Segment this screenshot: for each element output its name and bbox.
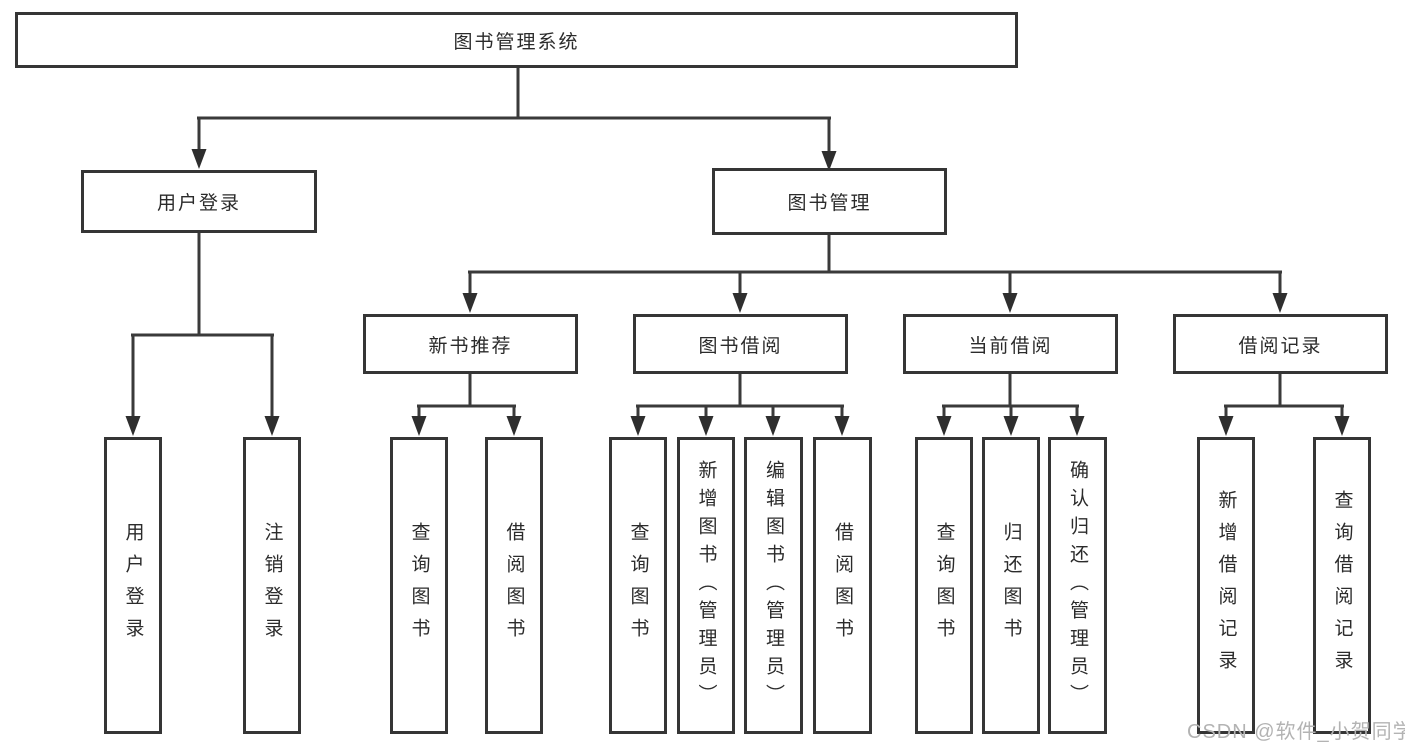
node-user-login-label: 用户登录 bbox=[156, 193, 241, 214]
node-book-borrow: 图书借阅 bbox=[633, 314, 848, 374]
node-user-login: 用户登录 bbox=[81, 170, 317, 233]
node-query-books-recommend: 查询图书 bbox=[390, 437, 448, 734]
node-confirm-return-admin: 确认归还（管理员） bbox=[1048, 437, 1107, 734]
node-borrow-records: 借阅记录 bbox=[1173, 314, 1388, 374]
node-borrow-books: 借阅图书 bbox=[813, 437, 872, 734]
node-book-management-label: 图书管理 bbox=[787, 193, 872, 214]
node-return-books: 归还图书 bbox=[982, 437, 1040, 734]
node-current-borrow-label: 当前借阅 bbox=[968, 335, 1053, 357]
node-root-label: 图书管理系统 bbox=[453, 31, 580, 53]
node-borrow-books-recommend-label: 借阅图书 bbox=[503, 521, 525, 650]
node-edit-books-admin-label: 编辑图书（管理员） bbox=[763, 459, 784, 712]
arrowheads bbox=[125, 149, 1350, 436]
node-logout-label: 注销登录 bbox=[261, 521, 283, 650]
node-root: 图书管理系统 bbox=[15, 12, 1018, 68]
node-query-books-recommend-label: 查询图书 bbox=[408, 521, 430, 650]
node-query-borrow-record: 查询借阅记录 bbox=[1313, 437, 1371, 734]
node-query-books-current-label: 查询图书 bbox=[933, 521, 955, 650]
node-borrow-records-label: 借阅记录 bbox=[1238, 335, 1323, 357]
node-edit-books-admin: 编辑图书（管理员） bbox=[744, 437, 803, 734]
node-add-books-admin-label: 新增图书（管理员） bbox=[695, 459, 717, 712]
node-add-books-admin: 新增图书（管理员） bbox=[677, 437, 735, 734]
node-current-borrow: 当前借阅 bbox=[903, 314, 1118, 374]
watermark: CSDN @软件_小贺同学 bbox=[1187, 721, 1405, 743]
node-query-borrow-record-label: 查询借阅记录 bbox=[1331, 489, 1353, 682]
node-user-login-action-label: 用户登录 bbox=[122, 521, 144, 650]
node-add-borrow-record-label: 新增借阅记录 bbox=[1215, 489, 1237, 682]
node-logout: 注销登录 bbox=[243, 437, 301, 734]
node-borrow-books-recommend: 借阅图书 bbox=[485, 437, 543, 734]
node-new-book-recommend: 新书推荐 bbox=[363, 314, 578, 374]
node-add-borrow-record: 新增借阅记录 bbox=[1197, 437, 1255, 734]
node-new-book-recommend-label: 新书推荐 bbox=[428, 335, 513, 357]
node-query-books-borrow: 查询图书 bbox=[609, 437, 667, 734]
node-query-books-borrow-label: 查询图书 bbox=[627, 521, 649, 650]
node-borrow-books-label: 借阅图书 bbox=[832, 521, 853, 650]
node-query-books-current: 查询图书 bbox=[915, 437, 973, 734]
node-book-management: 图书管理 bbox=[712, 168, 947, 235]
node-user-login-action: 用户登录 bbox=[104, 437, 162, 734]
node-return-books-label: 归还图书 bbox=[1000, 521, 1022, 650]
node-book-borrow-label: 图书借阅 bbox=[698, 335, 783, 357]
node-confirm-return-admin-label: 确认归还（管理员） bbox=[1067, 459, 1088, 712]
